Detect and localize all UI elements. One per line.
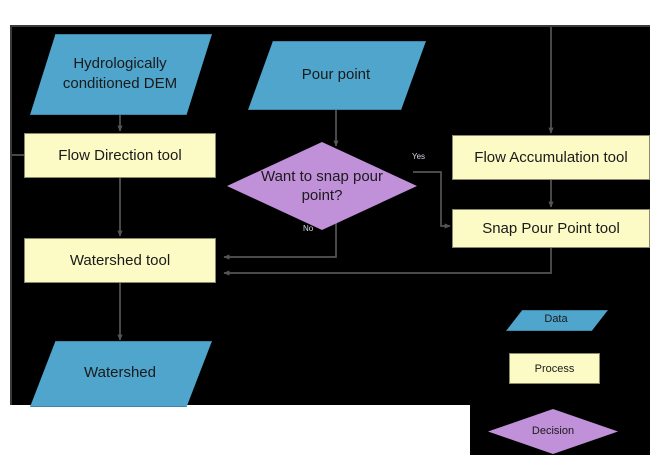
node-label: Flow Accumulation tool [474, 149, 628, 166]
node-label: Pour point [301, 65, 371, 83]
edge-snappourpoint-to-watershedtool [223, 248, 552, 276]
legend-label: Data [544, 313, 568, 326]
node-flow-direction-tool[interactable]: Flow Direction tool [24, 133, 216, 178]
data-parallelogram-shape [30, 34, 212, 115]
legend-item-decision: Decision [488, 409, 618, 454]
edge-decision-yes-to-snappourpoint [413, 171, 451, 229]
edge-label-no: No [303, 224, 314, 233]
legend-item-data: Data [506, 310, 608, 331]
node-label: Watershed [84, 364, 156, 382]
node-pour-point[interactable]: Pour point [248, 41, 426, 110]
data-parallelogram-shape [30, 341, 212, 407]
edge-label-yes: Yes [412, 152, 426, 161]
legend-label: Process [534, 362, 575, 375]
node-watershed[interactable]: Watershed [30, 341, 212, 407]
node-label: Want to snap pour point? [260, 167, 383, 205]
node-label: Flow Direction tool [58, 147, 182, 164]
node-label: Watershed tool [69, 252, 171, 269]
legend-item-process: Process [509, 353, 600, 384]
node-watershed-tool[interactable]: Watershed tool [24, 238, 216, 283]
node-hydrologically-conditioned-dem[interactable]: Hydrologically conditioned DEM [30, 34, 212, 115]
legend-label: Decision [531, 425, 575, 438]
node-want-to-snap-pour-point[interactable]: Want to snap pour point? [227, 142, 417, 230]
node-flow-accumulation-tool[interactable]: Flow Accumulation tool [452, 135, 650, 180]
node-label: Snap Pour Point tool [482, 220, 620, 237]
node-label: Hydrologically conditioned DEM [62, 55, 178, 92]
node-snap-pour-point-tool[interactable]: Snap Pour Point tool [452, 209, 650, 248]
